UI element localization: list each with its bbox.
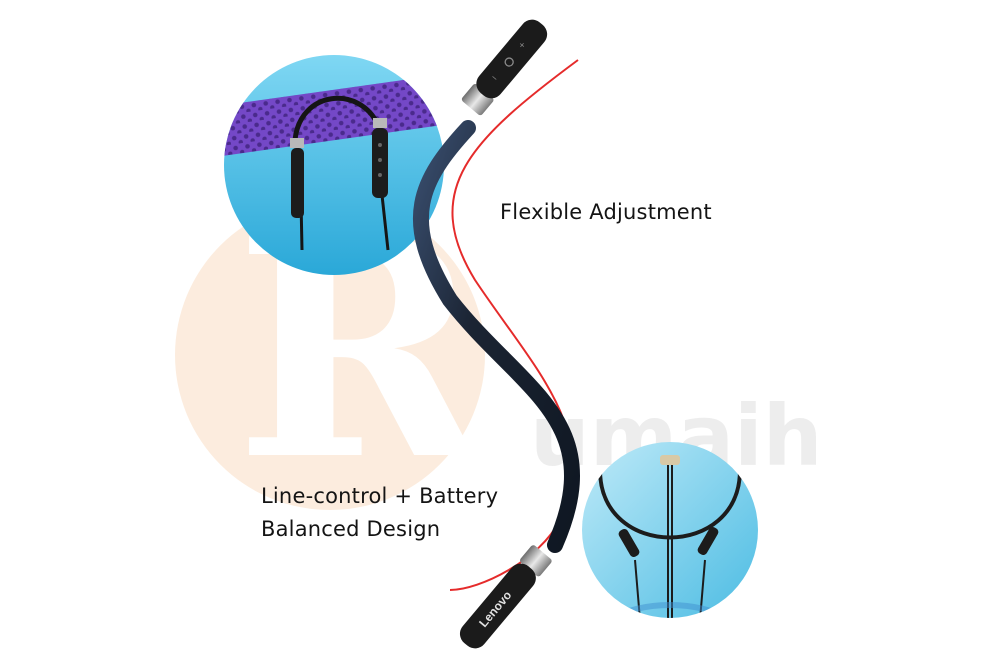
battery-unit: Lenovo — [459, 545, 552, 649]
caption-line-control-line2: Balanced Design — [261, 517, 441, 541]
remote-control-unit: − + — [461, 19, 548, 116]
minus-icon: − — [488, 73, 500, 85]
watermark-disc — [175, 200, 485, 510]
neckband-cable — [412, 120, 580, 553]
caption-line-control: Line-control + Battery Balanced Design — [261, 480, 498, 546]
caption-line-control-line1: Line-control + Battery — [261, 484, 499, 508]
power-icon — [504, 57, 514, 67]
inset-hanging-earbuds — [224, 55, 444, 275]
plus-icon: + — [516, 40, 528, 52]
inset-neckband-view — [582, 442, 758, 618]
caption-flexible-adjustment: Flexible Adjustment — [500, 200, 712, 224]
